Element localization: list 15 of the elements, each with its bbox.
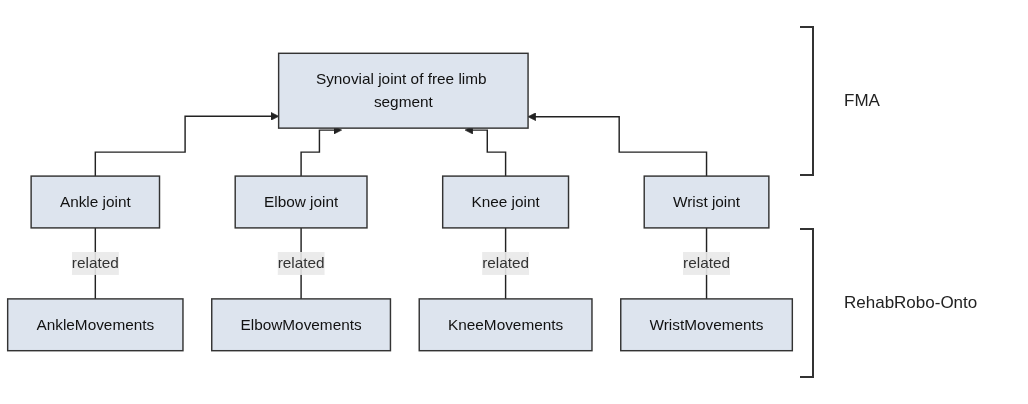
node-box: Elbow joint [234,175,368,229]
group-label: FMA [844,91,880,111]
edge-label: related [683,254,731,272]
node-box: ElbowMovements [211,298,392,352]
node-box: KneeMovements [418,298,593,352]
edge-label: related [277,254,325,272]
node-box: Synovial joint of free limb segment [277,52,529,129]
node-box: Wrist joint [643,175,770,229]
edge-label: related [482,254,530,272]
edge-label: related [71,254,119,272]
node-box: WristMovements [620,298,794,352]
node-box: Ankle joint [30,175,161,229]
node-box: AnkleMovements [6,298,184,352]
node-box: Knee joint [441,175,570,229]
group-label: RehabRobo-Onto [844,293,978,313]
